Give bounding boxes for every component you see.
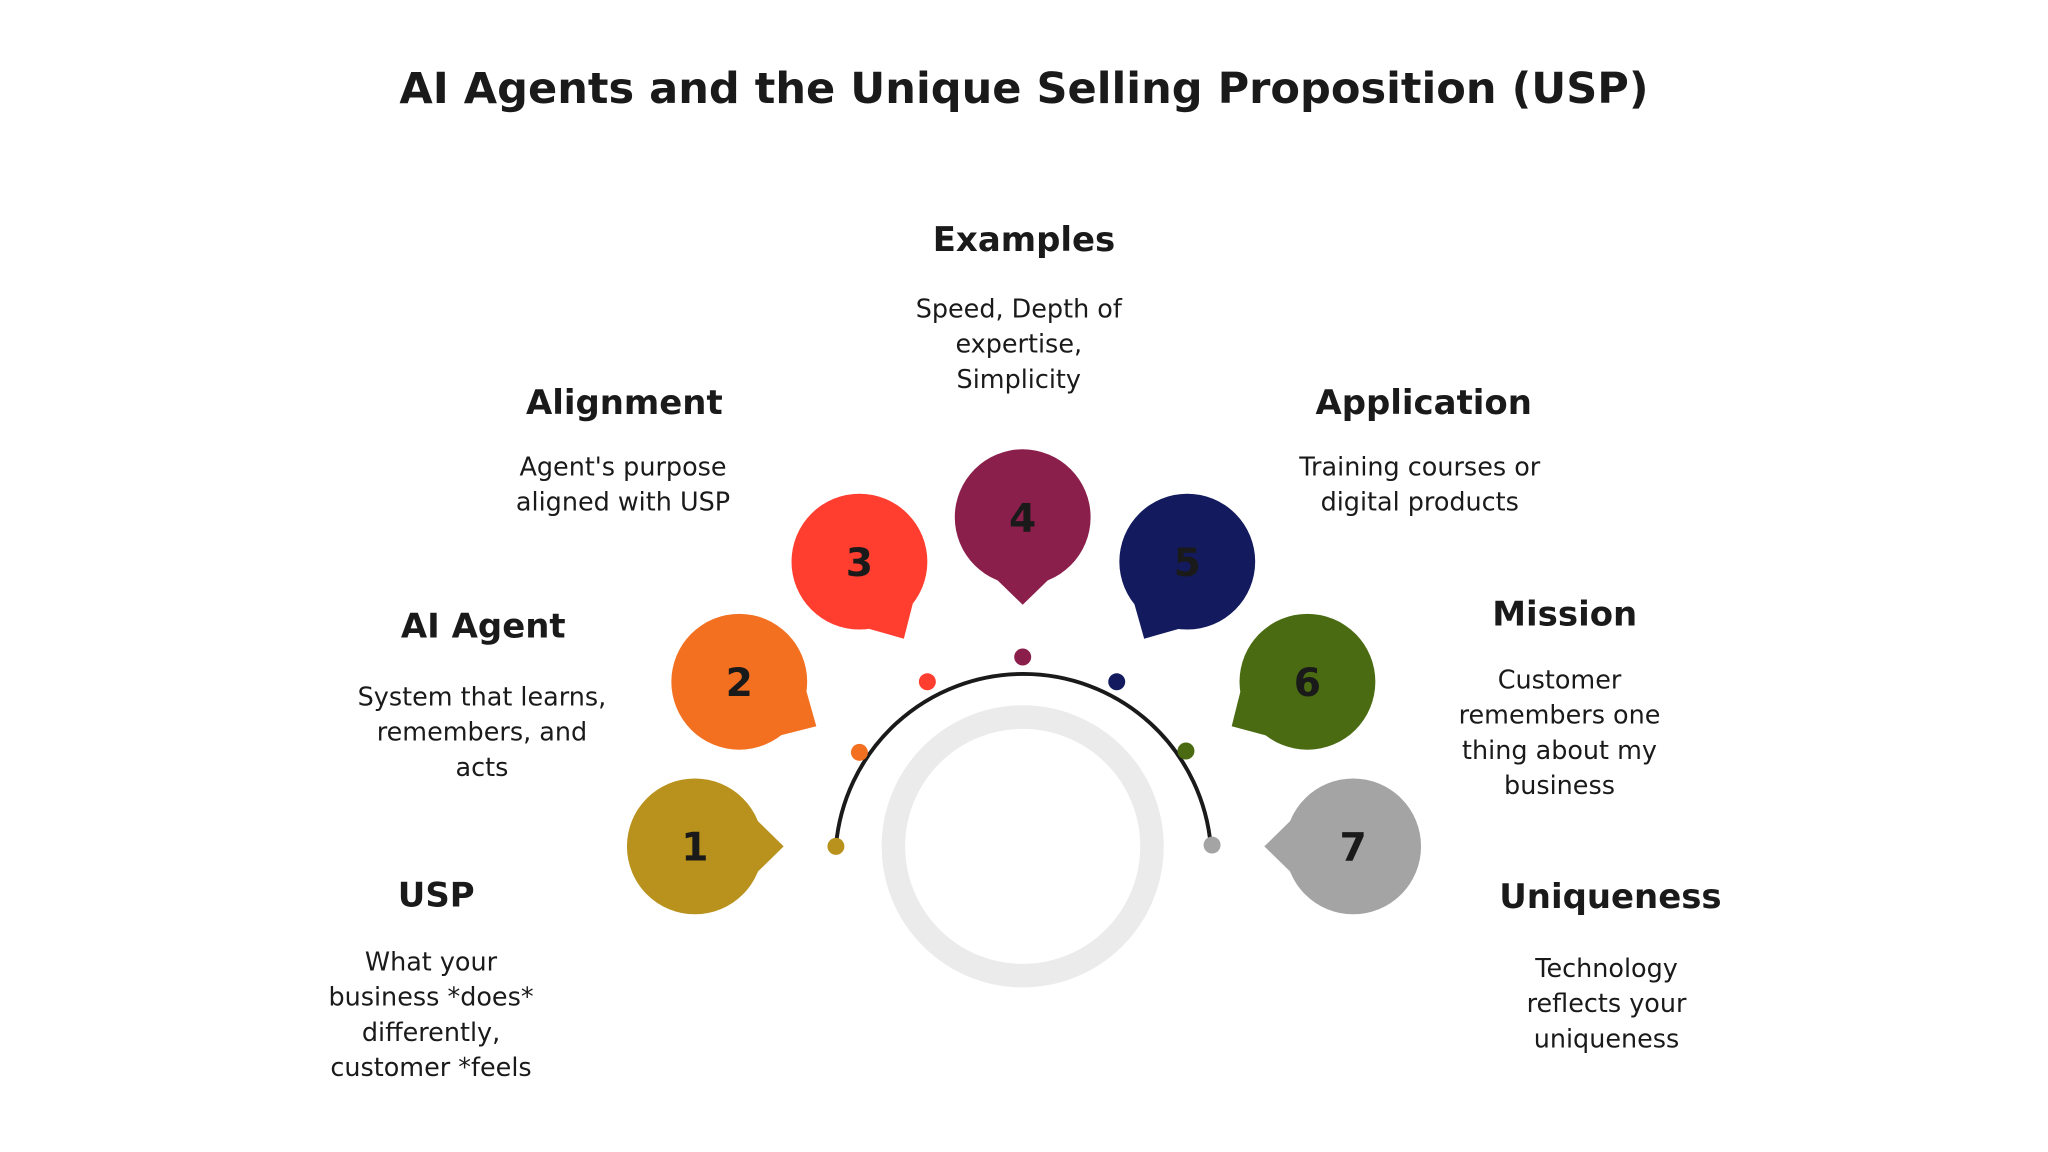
step-description-line: uniqueness	[1534, 1025, 1680, 1055]
step-number: 6	[1294, 661, 1321, 706]
step-description-line: business	[1504, 771, 1615, 801]
step-number: 3	[846, 541, 873, 586]
timeline-dot	[827, 837, 845, 855]
step-description-line: Training courses or	[1298, 452, 1541, 482]
speech-bubble	[626, 778, 763, 915]
step-description-line: Agent's purpose	[519, 452, 726, 482]
step-heading: Examples	[933, 220, 1115, 260]
step-heading: USP	[398, 875, 475, 915]
speech-bubble	[1285, 778, 1422, 915]
step-description-line: reflects your	[1527, 989, 1687, 1019]
speech-bubble	[671, 613, 808, 750]
step-description-line: System that learns,	[358, 682, 607, 712]
step-description-line: Technology	[1534, 954, 1678, 984]
step-description-line: Customer	[1498, 665, 1622, 695]
step-description-line: business *does*	[328, 983, 533, 1013]
timeline-dot	[1177, 742, 1195, 760]
timeline-dot	[1108, 673, 1126, 691]
step-heading: AI Agent	[401, 606, 566, 646]
step-description-line: aligned with USP	[516, 488, 730, 518]
timeline-arc	[833, 672, 1213, 847]
timeline-dot	[918, 673, 936, 691]
speech-bubble	[1119, 493, 1256, 630]
timeline-dot	[1014, 648, 1032, 666]
step-number: 4	[1009, 497, 1036, 542]
speech-bubble	[791, 493, 928, 630]
step-description-line: thing about my	[1462, 736, 1657, 766]
center-ring	[881, 705, 1164, 988]
step-heading: Application	[1315, 383, 1531, 423]
speech-bubble	[1239, 613, 1376, 750]
step-heading: Alignment	[526, 383, 723, 423]
step-number: 7	[1340, 826, 1367, 871]
step-heading: Uniqueness	[1499, 877, 1721, 917]
step-description-line: customer *feels	[330, 1053, 531, 1083]
step-description-line: Speed, Depth of	[916, 294, 1123, 324]
step-number: 2	[726, 661, 753, 706]
step-description-line: differently,	[362, 1018, 500, 1048]
diagram-title: AI Agents and the Unique Selling Proposi…	[399, 64, 1648, 114]
step-description-line: digital products	[1321, 488, 1519, 518]
step-description-line: Simplicity	[957, 365, 1081, 395]
speech-bubble	[954, 449, 1091, 586]
timeline-dot	[1203, 836, 1221, 854]
step-description-line: remembers, and	[377, 718, 587, 748]
step-heading: Mission	[1492, 595, 1637, 635]
step-number: 5	[1174, 541, 1201, 586]
timeline-dot	[850, 743, 868, 761]
step-description-line: acts	[456, 753, 509, 783]
step-description-line: expertise,	[955, 330, 1082, 360]
step-number: 1	[681, 826, 708, 871]
step-description-line: What your	[365, 947, 498, 977]
step-description-line: remembers one	[1459, 701, 1661, 731]
